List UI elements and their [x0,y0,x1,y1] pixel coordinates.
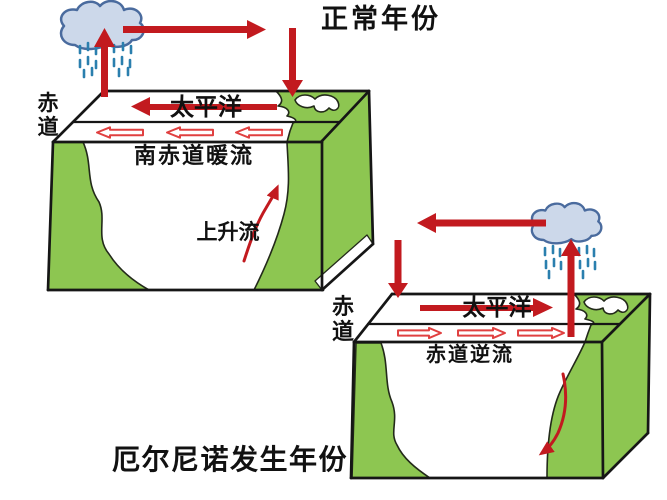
pacific-ocean-label: 太平洋 [170,93,242,121]
el-nino-year-title: 厄尔尼诺发生年份 [112,443,348,476]
counter-current-arrows [397,326,565,340]
pacific-ocean-label: 太平洋 [463,294,532,321]
coastal-inlet [583,296,629,315]
normal-year-title: 正常年份 [321,3,441,35]
subsidence-arrow [282,28,303,97]
upper-air-flow-arrow [417,213,546,233]
upper-air-flow-arrow [123,20,266,39]
surface-current-arrows [96,126,283,139]
equatorial-counter-current-label: 赤道逆流 [426,342,514,366]
rising-air-arrow [94,28,115,97]
equator-label-top: 赤 [38,91,59,115]
ocean-box-front-face [48,142,322,290]
normal-year-group: 赤 道 太平洋 南赤道暖流 上升流 正常年份 [38,0,441,292]
ocean-box-edges [349,292,652,480]
westerly-wind-arrow [420,298,553,317]
trade-wind-arrow [131,97,277,116]
western-landmass [47,141,150,291]
equator-label-bottom: 道 [332,319,354,345]
downwelling-arrow [538,372,568,456]
ocean-box-edges [46,89,375,292]
rain-cloud-icon [530,201,603,245]
el-nino-year-group: 赤 道 太平洋 赤道逆流 厄尔尼诺发生年份 [112,201,652,480]
subsidence-arrow [388,240,408,298]
equator-label-bottom: 道 [38,115,59,139]
south-equatorial-current-label: 南赤道暖流 [134,143,254,169]
upwelling-label: 上升流 [197,220,260,244]
rain-icon [78,41,133,79]
equator-label-top: 赤 [332,295,354,320]
rising-air-arrow [561,239,581,337]
coastal-inlet [294,94,340,113]
upwelling-arrow [242,184,279,263]
western-landmass [351,342,431,479]
